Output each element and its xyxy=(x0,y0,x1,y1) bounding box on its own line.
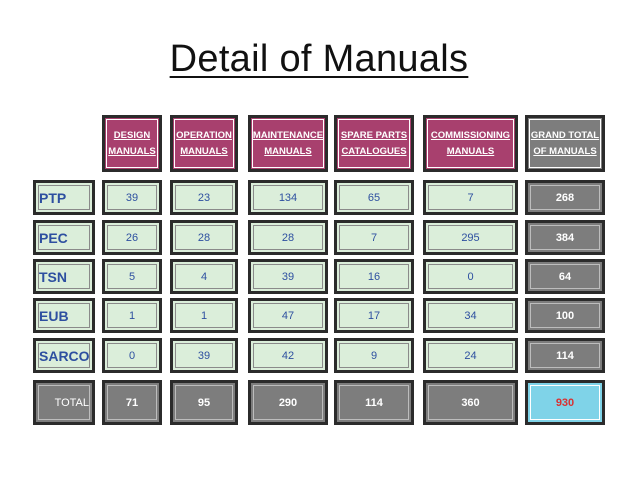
value-cell: 0 xyxy=(102,338,162,373)
total-cell: 95 xyxy=(170,380,238,425)
total-cell: 71 xyxy=(102,380,162,425)
value-cell: 5 xyxy=(102,259,162,294)
column-header: COMMISSIONING MANUALS xyxy=(423,115,518,172)
value-cell: 23 xyxy=(170,180,238,215)
column-header-text: GRAND TOTAL OF MANUALS xyxy=(530,129,600,157)
column-header: OPERATION MANUALS xyxy=(170,115,238,172)
column-header-text: COMMISSIONING MANUALS xyxy=(430,129,511,157)
value-cell: 4 xyxy=(170,259,238,294)
value-cell: 39 xyxy=(102,180,162,215)
value-cell: 1 xyxy=(102,298,162,333)
row-grand-total-cell: 100 xyxy=(525,298,605,333)
value-cell: 39 xyxy=(248,259,328,294)
column-header-text: SPARE PARTS CATALOGUES xyxy=(340,129,408,157)
value-cell: 16 xyxy=(334,259,414,294)
column-header: MAINTENANCE MANUALS xyxy=(248,115,328,172)
row-label: TSN xyxy=(33,259,95,294)
column-header-text: MAINTENANCE MANUALS xyxy=(252,129,324,157)
value-cell: 42 xyxy=(248,338,328,373)
value-cell: 26 xyxy=(102,220,162,255)
value-cell: 1 xyxy=(170,298,238,333)
grand-total-cell: 930 xyxy=(525,380,605,425)
value-cell: 7 xyxy=(334,220,414,255)
value-cell: 134 xyxy=(248,180,328,215)
value-cell: 24 xyxy=(423,338,518,373)
value-cell: 295 xyxy=(423,220,518,255)
row-grand-total-cell: 384 xyxy=(525,220,605,255)
value-cell: 28 xyxy=(170,220,238,255)
value-cell: 47 xyxy=(248,298,328,333)
row-label: PEC xyxy=(33,220,95,255)
value-cell: 17 xyxy=(334,298,414,333)
total-label: TOTAL xyxy=(33,380,95,425)
row-grand-total-cell: 268 xyxy=(525,180,605,215)
value-cell: 0 xyxy=(423,259,518,294)
value-cell: 39 xyxy=(170,338,238,373)
row-label: EUB xyxy=(33,298,95,333)
column-header: GRAND TOTAL OF MANUALS xyxy=(525,115,605,172)
row-label: PTP xyxy=(33,180,95,215)
value-cell: 34 xyxy=(423,298,518,333)
value-cell: 7 xyxy=(423,180,518,215)
value-cell: 28 xyxy=(248,220,328,255)
total-cell: 290 xyxy=(248,380,328,425)
value-cell: 65 xyxy=(334,180,414,215)
column-header-text: DESIGN MANUALS xyxy=(108,129,156,157)
column-header: SPARE PARTS CATALOGUES xyxy=(334,115,414,172)
total-cell: 114 xyxy=(334,380,414,425)
page-title: Detail of Manuals xyxy=(169,38,469,80)
total-cell: 360 xyxy=(423,380,518,425)
column-header: DESIGN MANUALS xyxy=(102,115,162,172)
value-cell: 9 xyxy=(334,338,414,373)
row-grand-total-cell: 64 xyxy=(525,259,605,294)
row-grand-total-cell: 114 xyxy=(525,338,605,373)
row-label: SARCO xyxy=(33,338,95,373)
column-header-text: OPERATION MANUALS xyxy=(176,129,232,157)
